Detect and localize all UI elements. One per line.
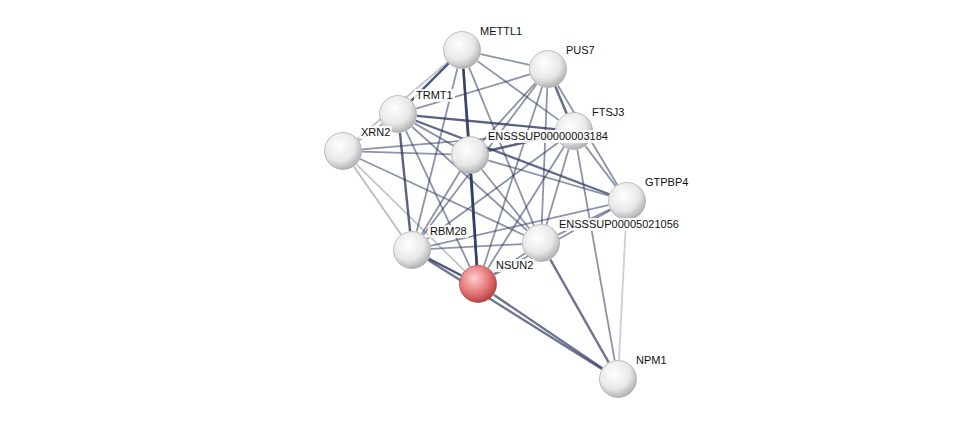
interaction-edge <box>427 142 558 239</box>
protein-node: NPM1 <box>599 360 637 398</box>
node-circle <box>393 231 431 269</box>
interaction-edge <box>360 159 524 235</box>
node-circle <box>522 224 560 262</box>
node-label: NPM1 <box>634 354 669 367</box>
node-label: PUS7 <box>564 44 597 57</box>
protein-node: RBM28 <box>393 231 431 269</box>
node-label: RBM28 <box>428 225 469 238</box>
interaction-edge <box>471 174 477 265</box>
node-label: METTL1 <box>478 25 524 38</box>
node-label: XRN2 <box>359 126 392 139</box>
protein-node: XRN2 <box>324 132 362 170</box>
node-circle <box>599 360 637 398</box>
interaction-edge <box>546 149 568 225</box>
interaction-edge <box>482 170 529 228</box>
node-label: NSUN2 <box>494 259 535 272</box>
interaction-edge <box>481 54 530 65</box>
node-circle <box>443 31 481 69</box>
node-circle <box>459 265 497 303</box>
interaction-edge <box>577 150 614 361</box>
interaction-edge <box>619 220 626 360</box>
interaction-edge <box>463 69 468 136</box>
protein-node: ENSSSUP00005021056 <box>522 224 560 262</box>
interaction-edge <box>362 152 451 155</box>
interaction-edge <box>429 259 461 276</box>
protein-node: ENSSSUP00000003184 <box>451 136 489 174</box>
node-label: ENSSSUP00000003184 <box>486 130 610 143</box>
protein-node: NSUN2 <box>459 265 497 303</box>
interaction-edge <box>488 160 609 195</box>
interaction-edge <box>494 295 603 369</box>
protein-node: PUS7 <box>529 50 567 88</box>
node-circle <box>608 182 646 220</box>
node-circle <box>451 136 489 174</box>
interaction-edge <box>428 260 602 369</box>
protein-node: GTPBP4 <box>608 182 646 220</box>
protein-node: METTL1 <box>443 31 481 69</box>
interaction-edge <box>357 164 465 270</box>
interaction-edge <box>417 116 555 129</box>
interaction-edge <box>542 88 547 224</box>
node-label: ENSSSUP00005021056 <box>557 218 681 231</box>
interaction-edge <box>585 146 615 186</box>
node-label: FTSJ3 <box>590 106 626 119</box>
interaction-edge <box>416 121 609 195</box>
node-label: GTPBP4 <box>643 176 690 189</box>
node-label: TRMT1 <box>414 89 455 102</box>
interaction-edge <box>431 244 522 249</box>
node-circle <box>529 50 567 88</box>
interaction-edge <box>354 167 401 235</box>
node-circle <box>324 132 362 170</box>
